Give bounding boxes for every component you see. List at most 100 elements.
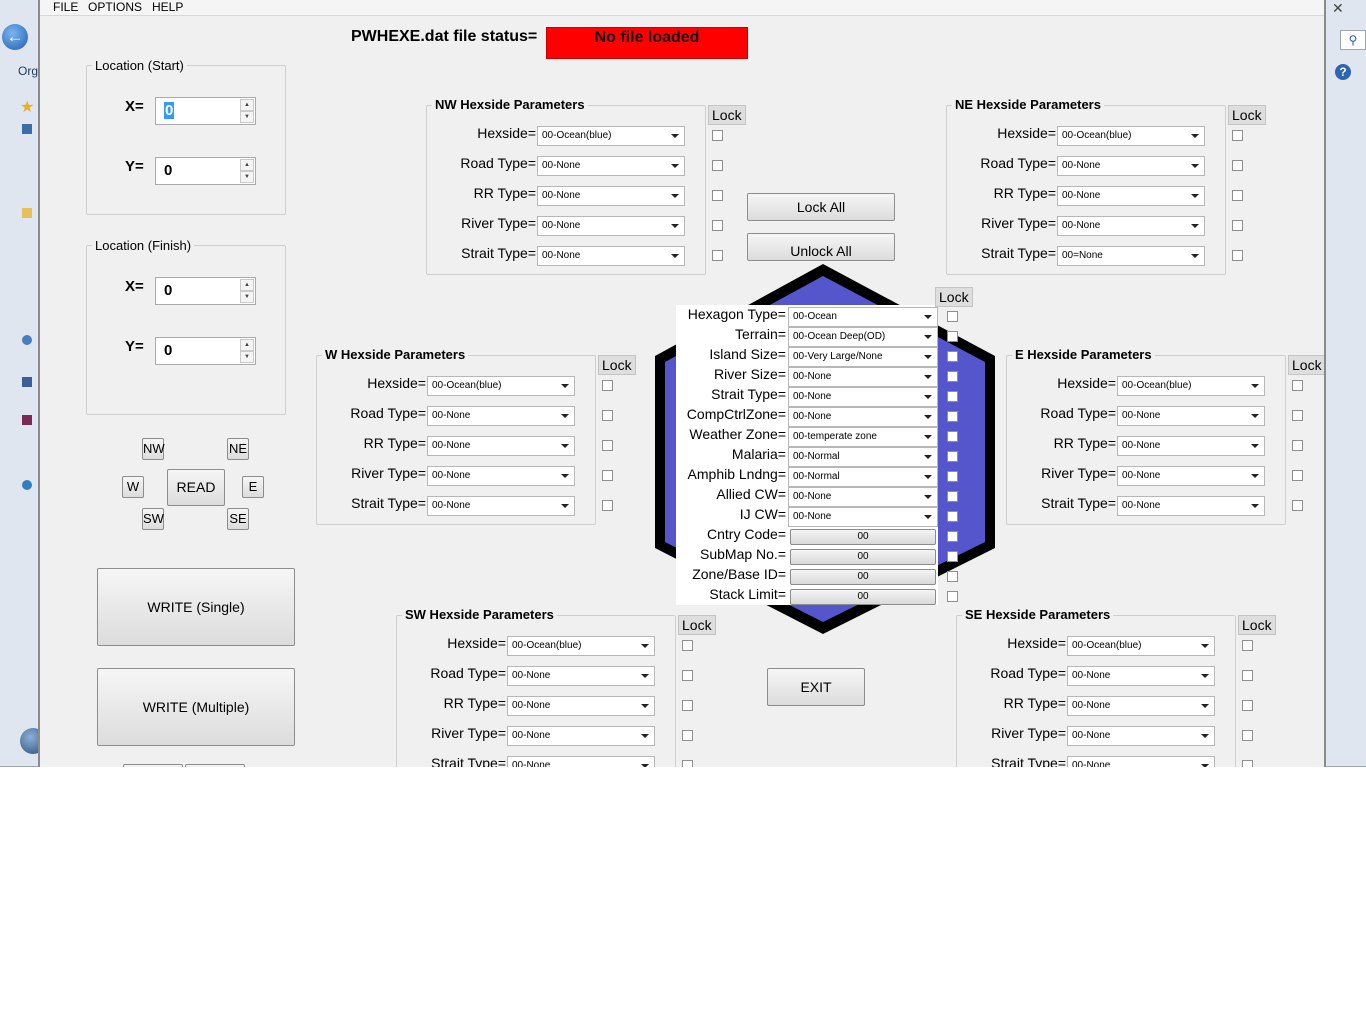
se-row-select[interactable]: 00-None xyxy=(1067,756,1215,767)
w-lock-checkbox[interactable] xyxy=(602,380,613,391)
e-row-select[interactable]: 00-Ocean(blue) xyxy=(1117,376,1265,396)
sw-lock-checkbox[interactable] xyxy=(682,760,693,767)
hex-lock-checkbox[interactable] xyxy=(947,411,958,422)
nw-lock-checkbox[interactable] xyxy=(712,220,723,231)
w-row-select[interactable]: 00-None xyxy=(427,496,575,516)
search-icon[interactable]: ⚲ xyxy=(1340,30,1366,50)
partial-button[interactable] xyxy=(123,764,183,767)
hex-param-select[interactable]: 00-None xyxy=(788,507,938,527)
start-y-stepper[interactable]: 0 ▲▼ xyxy=(155,157,256,185)
write-single-button[interactable]: WRITE (Single) xyxy=(97,568,295,646)
w-lock-checkbox[interactable] xyxy=(602,470,613,481)
w-lock-checkbox[interactable] xyxy=(602,500,613,511)
exit-button[interactable]: EXIT xyxy=(767,668,865,706)
hex-param-select[interactable]: 00-Normal xyxy=(788,447,938,467)
lock-all-button[interactable]: Lock All xyxy=(747,193,895,221)
finish-x-up-arrow-icon[interactable]: ▲ xyxy=(240,279,254,291)
ne-lock-checkbox[interactable] xyxy=(1232,190,1243,201)
nw-row-select[interactable]: 00-None xyxy=(537,246,685,266)
hex-param-field[interactable]: 00 xyxy=(790,589,936,605)
sw-lock-checkbox[interactable] xyxy=(682,640,693,651)
se-lock-checkbox[interactable] xyxy=(1242,640,1253,651)
start-x-stepper[interactable]: 0 ▲▼ xyxy=(155,97,256,125)
hex-lock-checkbox[interactable] xyxy=(947,451,958,462)
ne-lock-checkbox[interactable] xyxy=(1232,250,1243,261)
ne-row-select[interactable]: 00-None xyxy=(1057,216,1205,236)
sw-row-select[interactable]: 00-Ocean(blue) xyxy=(507,636,655,656)
sw-row-select[interactable]: 00-None xyxy=(507,696,655,716)
e-row-select[interactable]: 00-None xyxy=(1117,436,1265,456)
ne-lock-checkbox[interactable] xyxy=(1232,220,1243,231)
w-lock-checkbox[interactable] xyxy=(602,410,613,421)
hex-lock-checkbox[interactable] xyxy=(947,531,958,542)
menu-help[interactable]: HELP xyxy=(152,0,184,14)
finish-x-stepper[interactable]: 0 ▲▼ xyxy=(155,277,256,305)
hex-param-select[interactable]: 00-temperate zone xyxy=(788,427,938,447)
sw-lock-checkbox[interactable] xyxy=(682,670,693,681)
hex-param-field[interactable]: 00 xyxy=(790,549,936,565)
e-row-select[interactable]: 00-None xyxy=(1117,466,1265,486)
hex-lock-checkbox[interactable] xyxy=(947,551,958,562)
e-row-select[interactable]: 00-None xyxy=(1117,496,1265,516)
se-row-select[interactable]: 00-Ocean(blue) xyxy=(1067,636,1215,656)
se-row-select[interactable]: 00-None xyxy=(1067,696,1215,716)
partial-button[interactable] xyxy=(185,764,245,767)
hex-lock-checkbox[interactable] xyxy=(947,571,958,582)
nav-w-button[interactable]: W xyxy=(122,476,144,498)
ne-row-select[interactable]: 00-Ocean(blue) xyxy=(1057,126,1205,146)
hex-lock-checkbox[interactable] xyxy=(947,371,958,382)
hex-param-select[interactable]: 00-None xyxy=(788,407,938,427)
e-row-select[interactable]: 00-None xyxy=(1117,406,1265,426)
sw-row-select[interactable]: 00-None xyxy=(507,666,655,686)
hex-lock-checkbox[interactable] xyxy=(947,391,958,402)
e-lock-checkbox[interactable] xyxy=(1292,500,1303,511)
nw-lock-checkbox[interactable] xyxy=(712,130,723,141)
start-y-up-arrow-icon[interactable]: ▲ xyxy=(240,159,254,171)
w-row-select[interactable]: 00-Ocean(blue) xyxy=(427,376,575,396)
start-x-up-arrow-icon[interactable]: ▲ xyxy=(240,99,254,111)
organize-menu[interactable]: Org xyxy=(18,64,39,78)
hex-lock-checkbox[interactable] xyxy=(947,431,958,442)
back-arrow-icon[interactable]: ← xyxy=(2,24,28,50)
ne-row-select[interactable]: 00-None xyxy=(1057,156,1205,176)
hex-lock-checkbox[interactable] xyxy=(947,471,958,482)
sw-lock-checkbox[interactable] xyxy=(682,700,693,711)
finish-x-down-arrow-icon[interactable]: ▼ xyxy=(240,291,254,303)
hex-param-select[interactable]: 00-None xyxy=(788,367,938,387)
menu-options[interactable]: OPTIONS xyxy=(88,0,143,14)
finish-y-up-arrow-icon[interactable]: ▲ xyxy=(240,339,254,351)
se-row-select[interactable]: 00-None xyxy=(1067,666,1215,686)
hex-lock-checkbox[interactable] xyxy=(947,491,958,502)
nav-sw-button[interactable]: SW xyxy=(142,508,164,530)
nw-lock-checkbox[interactable] xyxy=(712,250,723,261)
nw-row-select[interactable]: 00-Ocean(blue) xyxy=(537,126,685,146)
e-lock-checkbox[interactable] xyxy=(1292,410,1303,421)
se-lock-checkbox[interactable] xyxy=(1242,670,1253,681)
hex-param-select[interactable]: 00-None xyxy=(788,487,938,507)
sw-row-select[interactable]: 00-None xyxy=(507,726,655,746)
read-button[interactable]: READ xyxy=(167,469,225,506)
e-lock-checkbox[interactable] xyxy=(1292,380,1303,391)
ne-row-select[interactable]: 00-None xyxy=(1057,186,1205,206)
se-lock-checkbox[interactable] xyxy=(1242,730,1253,741)
menu-file[interactable]: FILE xyxy=(53,0,79,14)
unlock-all-button[interactable]: Unlock All xyxy=(747,233,895,261)
nav-se-button[interactable]: SE xyxy=(227,508,249,530)
se-lock-checkbox[interactable] xyxy=(1242,700,1253,711)
w-row-select[interactable]: 00-None xyxy=(427,466,575,486)
hex-lock-checkbox[interactable] xyxy=(947,331,958,342)
nw-row-select[interactable]: 00-None xyxy=(537,186,685,206)
e-lock-checkbox[interactable] xyxy=(1292,470,1303,481)
ne-row-select[interactable]: 00=None xyxy=(1057,246,1205,266)
hex-param-field[interactable]: 00 xyxy=(790,529,936,545)
w-row-select[interactable]: 00-None xyxy=(427,406,575,426)
hex-param-select[interactable]: 00-None xyxy=(788,387,938,407)
hex-param-select[interactable]: 00-Very Large/None xyxy=(788,347,938,367)
nw-lock-checkbox[interactable] xyxy=(712,190,723,201)
hex-lock-checkbox[interactable] xyxy=(947,311,958,322)
nw-lock-checkbox[interactable] xyxy=(712,160,723,171)
start-y-down-arrow-icon[interactable]: ▼ xyxy=(240,171,254,183)
hex-lock-checkbox[interactable] xyxy=(947,511,958,522)
w-row-select[interactable]: 00-None xyxy=(427,436,575,456)
finish-y-down-arrow-icon[interactable]: ▼ xyxy=(240,351,254,363)
